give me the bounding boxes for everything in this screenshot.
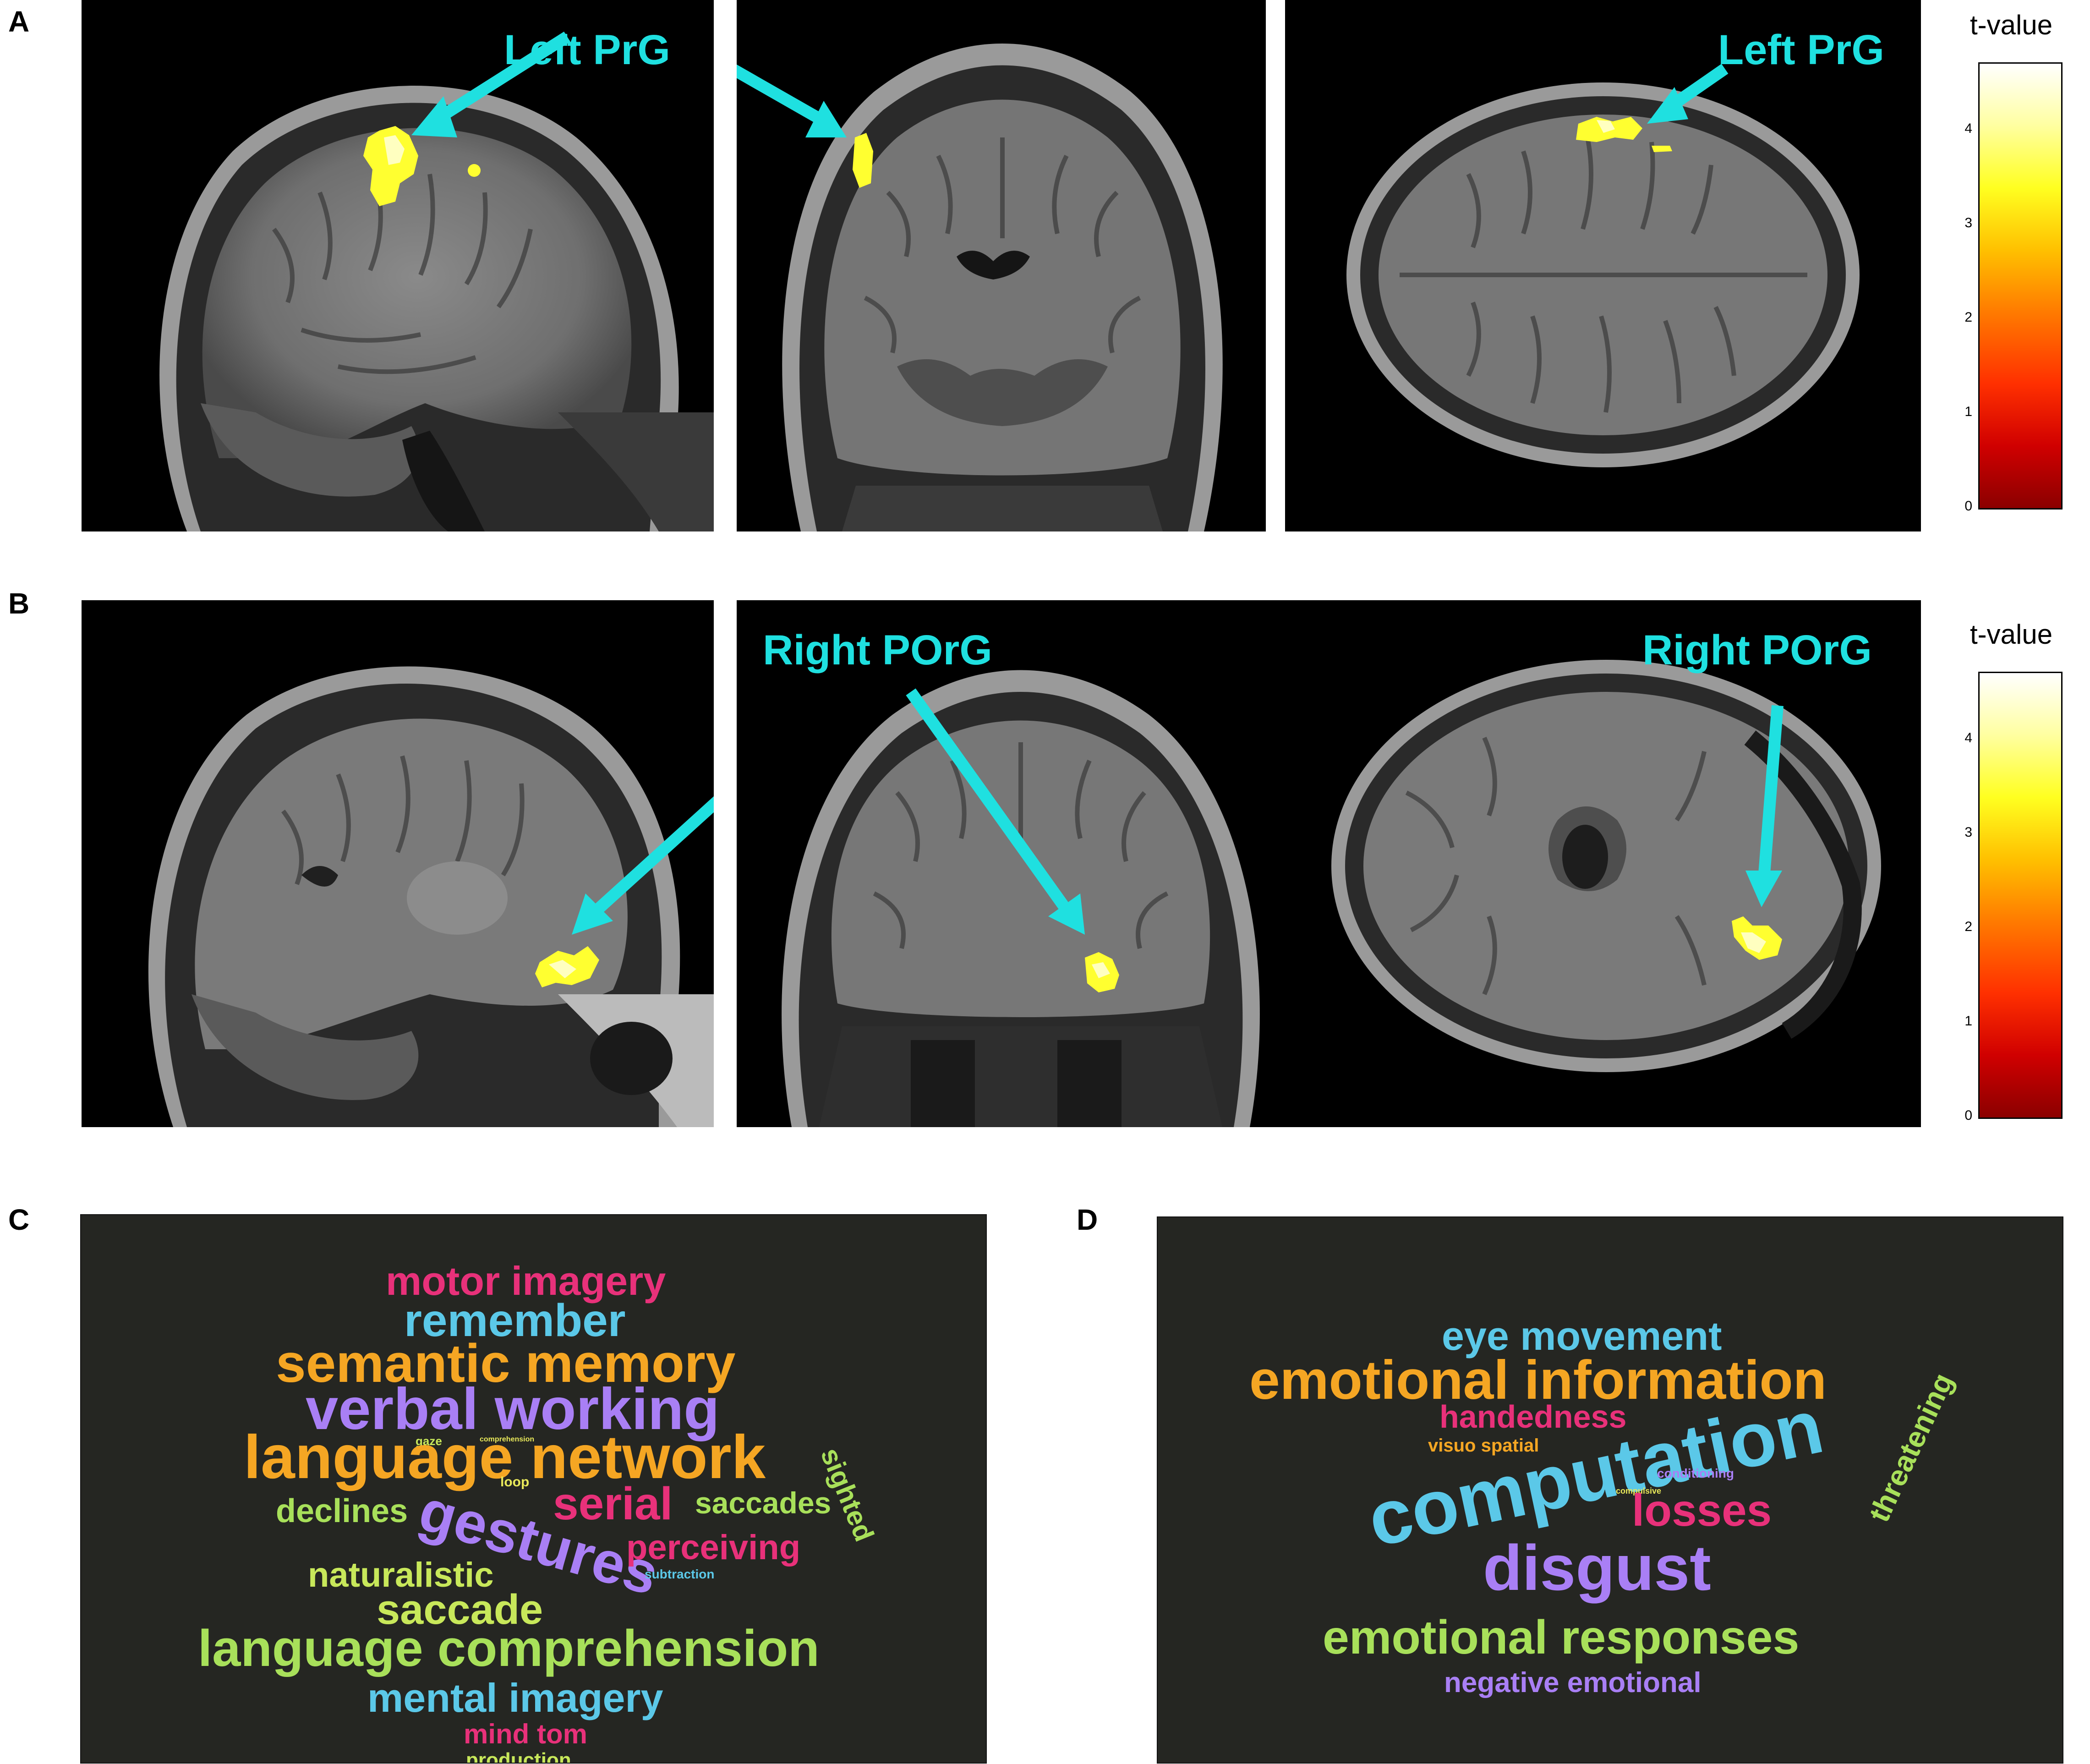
colorbar-a-tick-4: 4 bbox=[1964, 121, 1972, 136]
callout-layer-a: Left PrG Left PrG bbox=[504, 27, 1884, 73]
colorbar-b-tick-0: 0 bbox=[1964, 1108, 1972, 1123]
cloud-c-word: saccades bbox=[695, 1486, 832, 1520]
cloud-c-word: motor imagery bbox=[386, 1258, 666, 1304]
cloud-c-word: production bbox=[466, 1749, 571, 1764]
colorbar-title-a: t-value bbox=[1970, 10, 2053, 40]
panel-label-d: D bbox=[1077, 1203, 1098, 1236]
cloud-d-word: negative emotional bbox=[1444, 1667, 1702, 1698]
cloud-c-word: remember bbox=[404, 1295, 626, 1346]
cloud-d-word: emotional responses bbox=[1323, 1611, 1800, 1664]
cloud-d-word: conditioning bbox=[1657, 1466, 1734, 1480]
cloud-c-word: naturalistic bbox=[308, 1556, 494, 1594]
cloud-d-word: threatening bbox=[1862, 1368, 1960, 1527]
callout-left-prg-axial: Left PrG bbox=[1718, 27, 1884, 73]
cloud-d-word: losses bbox=[1632, 1485, 1772, 1535]
colorbar-title-b: t-value bbox=[1970, 619, 2053, 650]
word-cloud-c: motor imagery remember semantic memory v… bbox=[80, 1214, 987, 1764]
cloud-d-word: visuo spatial bbox=[1428, 1435, 1539, 1456]
panel-label-c: C bbox=[8, 1203, 30, 1236]
cloud-c-word: perceiving bbox=[626, 1528, 801, 1567]
cloud-d-word: eye movement bbox=[1442, 1313, 1722, 1359]
mri-axial-b bbox=[1292, 600, 1921, 1127]
cloud-c-word: language network bbox=[244, 1423, 766, 1491]
mri-coronal-a bbox=[737, 0, 1266, 531]
cloud-c-word: mind tom bbox=[464, 1719, 587, 1749]
mri-axial-a bbox=[1285, 0, 1921, 531]
cloud-c-word: gaze bbox=[416, 1434, 442, 1448]
mri-coronal-b bbox=[737, 600, 1302, 1127]
mri-sagittal-a bbox=[82, 0, 714, 531]
colorbar-a-tick-1: 1 bbox=[1964, 404, 1972, 419]
cloud-c-word: loop bbox=[500, 1474, 530, 1490]
colorbar-b-tick-3: 3 bbox=[1964, 825, 1972, 840]
mri-sagittal-b bbox=[82, 600, 714, 1127]
cloud-c-word: saccade bbox=[377, 1586, 543, 1633]
callout-left-prg-coronal: Left PrG bbox=[504, 27, 670, 73]
cloud-d-word: emotional information bbox=[1249, 1349, 1827, 1411]
panel-label-a: A bbox=[8, 5, 30, 38]
cloud-c-word: comprehension bbox=[480, 1435, 535, 1443]
cloud-d-word: disgust bbox=[1483, 1532, 1711, 1604]
cloud-c-word: mental imagery bbox=[367, 1675, 663, 1720]
cloud-c-word: serial bbox=[553, 1478, 673, 1529]
colorbar-a-tick-2: 2 bbox=[1964, 310, 1972, 325]
colorbar-b-tick-4: 4 bbox=[1964, 730, 1972, 745]
callout-right-porg-axial: Right POrG bbox=[1642, 627, 1872, 674]
colorbar-a bbox=[1978, 62, 2063, 509]
colorbar-a-tick-0: 0 bbox=[1964, 499, 1972, 514]
word-cloud-d: eye movement emotional information hande… bbox=[1157, 1216, 2063, 1764]
cloud-c-word: verbal working bbox=[306, 1376, 720, 1442]
colorbar-b bbox=[1978, 672, 2063, 1119]
colorbar-b-tick-2: 2 bbox=[1964, 919, 1972, 934]
colorbar-a-tick-3: 3 bbox=[1964, 215, 1972, 230]
cloud-c-word: semantic memory bbox=[276, 1333, 736, 1394]
cloud-c-word: language comprehension bbox=[198, 1620, 820, 1677]
cloud-c-word: declines bbox=[276, 1493, 408, 1529]
callout-right-porg-center: Right POrG bbox=[763, 627, 992, 674]
cloud-c-word: subtraction bbox=[645, 1567, 715, 1581]
cloud-d-word: compulsive bbox=[1616, 1486, 1662, 1496]
panel-label-b: B bbox=[8, 587, 30, 620]
cloud-d-word: handedness bbox=[1439, 1399, 1627, 1435]
colorbar-b-tick-1: 1 bbox=[1964, 1013, 1972, 1029]
callout-layer-b: Right POrG Right POrG bbox=[763, 627, 1872, 674]
